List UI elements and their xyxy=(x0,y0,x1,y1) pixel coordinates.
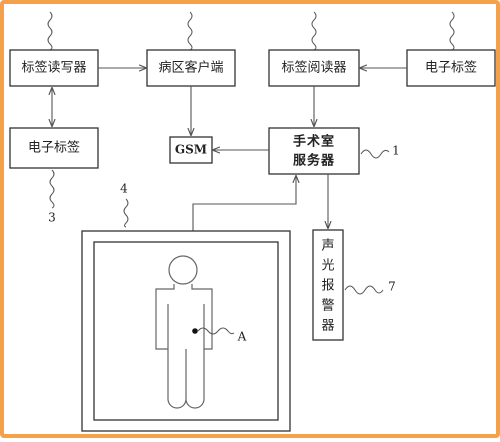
wavy-line-top-1 xyxy=(47,11,53,51)
etag-top-box xyxy=(406,49,496,87)
alarm-char-3: 报 xyxy=(321,279,334,294)
patient-head xyxy=(168,255,198,285)
wavy-line-callout-1 xyxy=(360,149,390,159)
alarm-char-4: 警 xyxy=(321,298,334,314)
callout-3: 3 xyxy=(48,211,56,225)
etag-left-label: 电子标签 xyxy=(28,140,80,156)
server-label-line2: 服务器 xyxy=(293,153,335,169)
tag-point-a xyxy=(192,328,198,334)
ward-client-box xyxy=(146,49,236,87)
patient-figure xyxy=(155,255,213,409)
alarm-char-2: 光 xyxy=(321,259,334,274)
callout-a: A xyxy=(237,330,247,344)
tag-reader-writer-label: 标签读写器 xyxy=(21,60,86,76)
gsm-box xyxy=(169,136,213,164)
callout-4: 4 xyxy=(120,182,128,196)
wavy-line-top-2 xyxy=(187,11,193,51)
wavy-line-callout-7 xyxy=(344,285,384,295)
tag-reader-label: 标签阅读器 xyxy=(281,60,346,76)
operating-room-server-box xyxy=(268,127,360,175)
wavy-line-top-3 xyxy=(311,11,317,51)
arrow-room-server xyxy=(193,176,296,238)
ward-client-label: 病区客户端 xyxy=(158,60,223,76)
gsm-label: GSM xyxy=(175,143,207,157)
wavy-line-callout-3 xyxy=(49,169,55,209)
wavy-line-top-4 xyxy=(449,11,455,51)
tag-reader-writer-box xyxy=(9,49,99,87)
wavy-line-callout-4 xyxy=(123,198,129,228)
alarm-box xyxy=(312,229,344,341)
alarm-char-1: 声 xyxy=(321,239,334,254)
system-diagram: 标签读写器 病区客户端 标签阅读器 电子标签 电子标签 3 GSM 手术室 服务… xyxy=(9,11,496,432)
etag-left-box xyxy=(9,127,99,169)
alarm-char-5: 器 xyxy=(321,319,334,334)
etag-top-label: 电子标签 xyxy=(425,60,477,76)
callout-1: 1 xyxy=(392,144,400,158)
callout-7: 7 xyxy=(388,280,396,294)
server-label-line1: 手术室 xyxy=(293,134,335,150)
wavy-line-callout-a xyxy=(197,327,235,335)
